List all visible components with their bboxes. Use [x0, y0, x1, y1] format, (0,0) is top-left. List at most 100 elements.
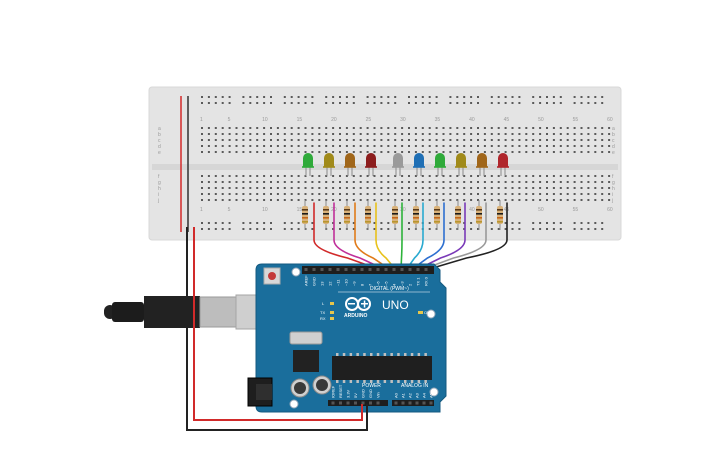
breadboard-hole — [546, 181, 548, 183]
jumper-wire[interactable] — [415, 202, 466, 271]
digital-pin-label: TX 1 — [416, 277, 421, 286]
resistor[interactable] — [302, 200, 308, 230]
breadboard-hole — [518, 193, 521, 195]
resistor[interactable] — [365, 200, 371, 230]
jumper-wire[interactable] — [375, 202, 397, 271]
led-white[interactable] — [393, 153, 403, 167]
breadboard-hole — [201, 228, 203, 230]
breadboard-hole — [518, 139, 521, 141]
breadboard-hole — [490, 187, 493, 189]
breadboard-hole — [587, 199, 590, 201]
breadboard-hole — [608, 175, 611, 177]
resistor[interactable] — [344, 200, 350, 230]
breadboard-hole — [276, 199, 279, 201]
breadboard-hole — [228, 133, 231, 135]
jumper-wire[interactable] — [420, 202, 487, 271]
breadboard-hole — [587, 228, 590, 230]
breadboard-hole — [525, 151, 528, 153]
breadboard-hole — [366, 96, 369, 98]
led-orange[interactable] — [477, 153, 487, 167]
breadboard-hole — [380, 187, 383, 189]
breadboard-hole — [511, 102, 514, 104]
jumper-wire[interactable] — [354, 202, 392, 271]
jumper-wire[interactable] — [400, 202, 403, 271]
breadboard-hole — [497, 133, 500, 135]
breadboard[interactable]: 1155101015152020252530303535404045455050… — [148, 86, 622, 241]
resistor[interactable] — [497, 200, 503, 230]
resistor[interactable] — [476, 200, 482, 230]
jumper-wire[interactable] — [333, 202, 387, 271]
led-yellow[interactable] — [456, 153, 466, 167]
breadboard-hole — [290, 187, 293, 189]
breadboard-hole — [366, 181, 369, 183]
breadboard-hole — [221, 145, 224, 147]
digital-pin-label: 7 — [368, 283, 373, 286]
breadboard-hole — [318, 187, 321, 189]
digital-pin-label: ~3 — [400, 281, 405, 286]
resistor[interactable] — [413, 200, 419, 230]
breadboard-hole — [573, 175, 576, 177]
breadboard-hole — [242, 199, 245, 201]
breadboard-hole — [477, 139, 479, 141]
breadboard-hole — [332, 151, 335, 153]
breadboard-hole — [421, 139, 424, 141]
analog-pin-label: A5 — [429, 392, 434, 398]
breadboard-hole — [207, 175, 210, 177]
breadboard-hole — [573, 127, 576, 129]
breadboard-hole — [435, 181, 438, 183]
jumper-wire[interactable] — [425, 202, 508, 271]
jumper-wire[interactable] — [410, 202, 445, 271]
power-label: POWER — [362, 383, 381, 389]
jumper-wire[interactable] — [313, 202, 382, 271]
usb-cable[interactable] — [104, 294, 263, 330]
resistor[interactable] — [455, 200, 461, 230]
breadboard-hole — [387, 222, 390, 224]
breadboard-hole — [408, 199, 410, 201]
breadboard-hole — [587, 187, 590, 189]
row-letter: h — [612, 186, 615, 192]
breadboard-hole — [518, 175, 521, 177]
led-orange[interactable] — [345, 153, 355, 167]
breadboard-hole — [311, 139, 314, 141]
breadboard-hole — [532, 145, 535, 147]
breadboard-hole — [511, 193, 514, 195]
breadboard-hole — [497, 199, 500, 201]
resistor[interactable] — [434, 200, 440, 230]
led-red[interactable] — [366, 153, 376, 167]
power-wire-5v[interactable] — [193, 227, 363, 421]
breadboard-hole — [532, 181, 535, 183]
resistor[interactable] — [392, 200, 398, 230]
breadboard-hole — [339, 96, 341, 98]
led-green[interactable] — [435, 153, 445, 167]
breadboard-hole — [270, 96, 272, 98]
jumper-wire[interactable] — [405, 202, 424, 271]
resistor[interactable] — [323, 200, 329, 230]
digital-pin-label: ~11 — [336, 279, 341, 286]
breadboard-hole — [207, 222, 210, 224]
breadboard-hole — [463, 151, 466, 153]
breadboard-hole — [539, 181, 542, 183]
breadboard-hole — [339, 145, 341, 147]
led-red[interactable] — [498, 153, 508, 167]
breadboard-hole — [525, 175, 528, 177]
led-blue[interactable] — [414, 153, 424, 167]
breadboard-hole — [539, 151, 542, 153]
breadboard-hole — [221, 187, 224, 189]
breadboard-hole — [228, 151, 231, 153]
breadboard-hole — [352, 175, 355, 177]
breadboard-hole — [601, 228, 604, 230]
breadboard-hole — [201, 199, 203, 201]
power-pin-label: GND — [368, 389, 373, 398]
reset-button-cap[interactable] — [268, 272, 276, 280]
row-letter: d — [158, 144, 161, 150]
led-green[interactable] — [303, 153, 313, 167]
ground-wire[interactable] — [186, 227, 368, 431]
breadboard-hole — [580, 151, 583, 153]
breadboard-hole — [352, 96, 355, 98]
led-yellow[interactable] — [324, 153, 334, 167]
breadboard-hole — [566, 181, 569, 183]
breadboard-hole — [270, 127, 272, 129]
breadboard-hole — [594, 175, 597, 177]
breadboard-hole — [594, 222, 597, 224]
